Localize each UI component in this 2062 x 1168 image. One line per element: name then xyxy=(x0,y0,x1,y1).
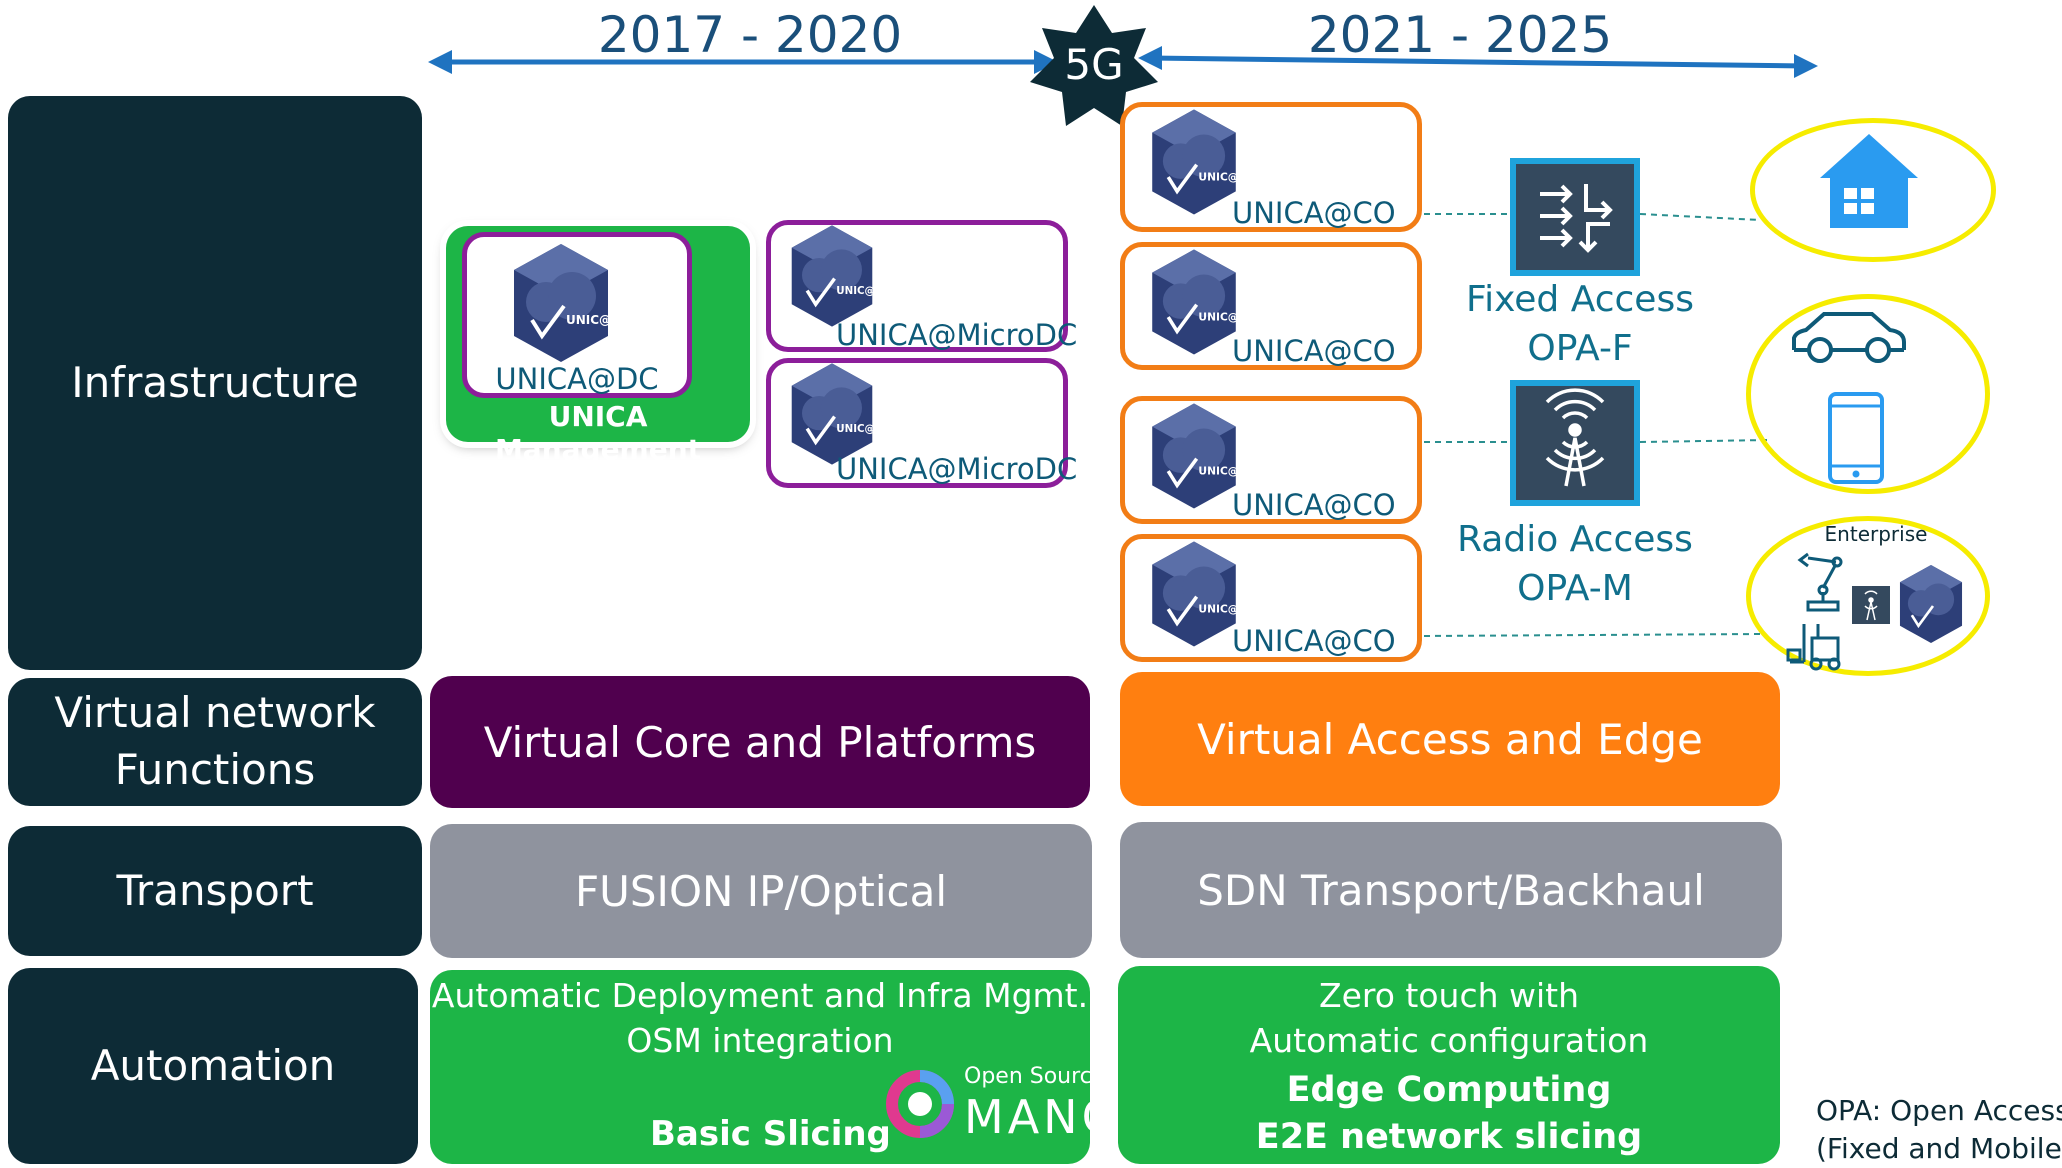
unica-cloud-icon: UNIC@ xyxy=(1152,403,1238,509)
unica-co-label-4: UNICA@CO xyxy=(1232,624,1396,658)
transport-sdn-band: SDN Transport/Backhaul xyxy=(1120,822,1782,958)
automation-left-band: Automatic Deployment and Infra Mgmt. OSM… xyxy=(430,970,1090,1164)
unica-dc-label: UNICA@DC xyxy=(495,362,659,396)
unica-microdc-label-2: UNICA@MicroDC xyxy=(836,452,1078,486)
arrow-head-left-end xyxy=(1034,50,1058,74)
row-label-transport-text: Transport xyxy=(116,865,314,915)
radio-access-line1: Radio Access xyxy=(1457,519,1693,560)
fixed-access-line1: Fixed Access xyxy=(1466,279,1694,320)
arrow-head-right-end xyxy=(1794,54,1818,78)
radio-access-line2: OPA-M xyxy=(1517,567,1633,609)
automation-right-line1: Zero touch with xyxy=(1318,976,1580,1015)
house-icon xyxy=(1820,134,1918,228)
forklift-icon xyxy=(1786,624,1841,671)
unica-cloud-icon: UNIC@ xyxy=(514,244,611,362)
vnf-virtual-core-band: Virtual Core and Platforms xyxy=(430,676,1090,808)
enterprise-label: Enterprise xyxy=(1824,522,1928,546)
radio-antenna-icon xyxy=(1852,586,1890,624)
fixed-access-label: Fixed Access OPA-F xyxy=(1440,276,1720,373)
osm-logo-mano-text: MANO xyxy=(964,1090,1122,1144)
unica-co-label-1: UNICA@CO xyxy=(1232,196,1396,230)
transport-fusion-band: FUSION IP/Optical xyxy=(430,824,1092,958)
automation-basic-slicing: Basic Slicing xyxy=(650,1114,891,1154)
automation-right-band: Zero touch with Automatic configuration … xyxy=(1118,966,1780,1164)
arrow-head-left-start xyxy=(428,50,452,74)
automation-edge-computing: Edge Computing xyxy=(1286,1070,1612,1111)
svg-text:UNIC@: UNIC@ xyxy=(1198,311,1238,324)
home-ellipse xyxy=(1750,118,1996,262)
arrow-head-right-start xyxy=(1138,46,1162,70)
automation-left-line1: Automatic Deployment and Infra Mgmt. xyxy=(431,976,1089,1015)
unica-cloud-icon: UNIC@ xyxy=(1152,541,1238,647)
transport-sdn-label: SDN Transport/Backhaul xyxy=(1197,865,1705,915)
radio-access-label: Radio Access OPA-M xyxy=(1430,516,1720,613)
footnote-line2: (Fixed and Mobile) xyxy=(1816,1131,2062,1165)
milestone-5g-label: 5G xyxy=(1064,40,1124,89)
svg-text:UNIC@: UNIC@ xyxy=(1198,171,1238,184)
unica-co-label-3: UNICA@CO xyxy=(1232,488,1396,522)
star-badge-icon xyxy=(1030,5,1158,126)
smartphone-icon xyxy=(1828,392,1884,484)
osm-mano-logo-icon xyxy=(886,1070,954,1138)
row-label-automation: Automation xyxy=(8,968,418,1164)
timeline xyxy=(428,5,1818,126)
period-2021-2025: 2021 - 2025 xyxy=(1307,6,1613,64)
automation-right-line2: Automatic configuration xyxy=(1249,1020,1649,1060)
svg-text:UNIC@: UNIC@ xyxy=(1198,603,1238,616)
vnf-virtual-access-label: Virtual Access and Edge xyxy=(1197,714,1703,764)
unica-cloud-icon: UNIC@ xyxy=(791,363,875,465)
osm-logo-small-text: Open Source xyxy=(964,1064,1106,1089)
unica-cloud-icon: UNIC@ xyxy=(791,225,875,327)
fixed-access-icon xyxy=(1510,158,1640,276)
automation-left-line2: OSM integration xyxy=(626,1020,894,1060)
row-label-vnf-line2: Functions xyxy=(114,745,316,794)
vnf-virtual-access-band: Virtual Access and Edge xyxy=(1120,672,1780,806)
car-icon xyxy=(1792,312,1906,363)
row-label-vnf: Virtual network Functions xyxy=(8,678,422,806)
mobile-ellipse xyxy=(1746,294,1990,494)
radio-antenna-icon xyxy=(1510,380,1640,506)
period-2017-2020: 2017 - 2020 xyxy=(597,6,903,64)
enterprise-ellipse xyxy=(1746,516,1990,676)
unica-cloud-icon: UNIC@ xyxy=(1152,109,1238,215)
row-label-vnf-line1: Virtual network xyxy=(54,688,376,738)
fixed-access-line2: OPA-F xyxy=(1527,327,1633,369)
timeline-arrow-right xyxy=(1149,55,1806,69)
svg-text:UNIC@: UNIC@ xyxy=(836,285,875,297)
transport-fusion-label: FUSION IP/Optical xyxy=(575,866,947,916)
footnote: OPA: Open Access (Fixed and Mobile) xyxy=(1816,1092,2062,1168)
unica-microdc-label-1: UNICA@MicroDC xyxy=(836,318,1078,352)
automation-e2e-slicing: E2E network slicing xyxy=(1255,1117,1643,1158)
unica-co-label-2: UNICA@CO xyxy=(1232,334,1396,368)
svg-text:UNIC@: UNIC@ xyxy=(1198,465,1238,478)
robot-arm-icon xyxy=(1797,552,1843,612)
vnf-virtual-core-label: Virtual Core and Platforms xyxy=(483,717,1037,767)
row-label-automation-text: Automation xyxy=(90,1040,336,1090)
unica-cloud-icon xyxy=(1899,565,1963,643)
row-label-transport: Transport xyxy=(8,826,422,956)
svg-text:UNIC@: UNIC@ xyxy=(566,313,611,327)
row-label-infrastructure-text: Infrastructure xyxy=(71,357,359,407)
footnote-line1: OPA: Open Access xyxy=(1816,1094,2062,1127)
unica-management-label: UNICA Management xyxy=(494,400,702,466)
unica-cloud-icon: UNIC@ xyxy=(1152,249,1238,355)
svg-text:UNIC@: UNIC@ xyxy=(836,423,875,435)
row-label-infrastructure: Infrastructure xyxy=(8,96,422,670)
connector-lines xyxy=(1423,213,1771,637)
